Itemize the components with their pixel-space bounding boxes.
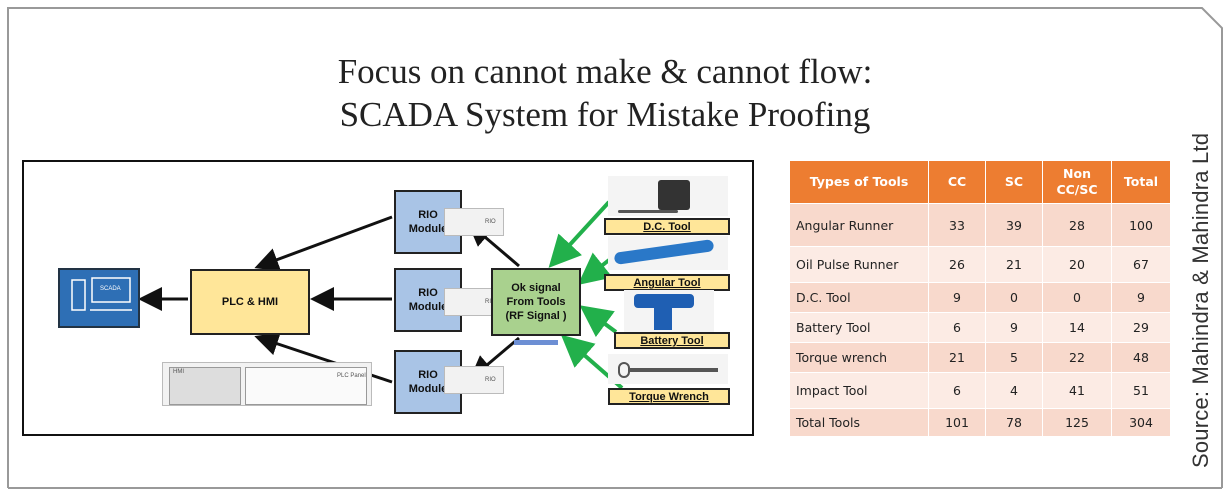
rio-label-line1: RIO xyxy=(418,369,438,381)
cell-cc: 6 xyxy=(928,312,986,343)
source-credit: Source: Mahindra & Mahindra Ltd xyxy=(1188,132,1213,468)
ok-signal-line3: (RF Signal ) xyxy=(505,310,567,322)
rio-device-image-1: RIO xyxy=(444,208,504,236)
cell-non: 125 xyxy=(1042,408,1112,437)
cell-sc: 5 xyxy=(985,342,1043,373)
plc-panel-image: HMI PLC Panel xyxy=(162,362,372,406)
cell-total: 304 xyxy=(1111,408,1171,437)
cell-total: 67 xyxy=(1111,246,1171,283)
tools-table: Types of Tools CC SC Non CC/SC Total Ang… xyxy=(789,160,1171,437)
cell-cc: 33 xyxy=(928,203,986,247)
dc-tool-label: D.C. Tool xyxy=(604,218,730,235)
cell-tool: Total Tools xyxy=(789,408,929,437)
arrow-dc-to-ok xyxy=(548,200,611,268)
rio-label-line2: Module xyxy=(408,301,448,313)
header-non-cc-sc: Non CC/SC xyxy=(1042,160,1112,204)
cell-tool: Oil Pulse Runner xyxy=(789,246,929,283)
cell-cc: 101 xyxy=(928,408,986,437)
table-row: Battery Tool 6 9 14 29 xyxy=(789,312,1171,343)
angular-tool-image xyxy=(608,236,728,270)
rio-module-1: RIO Module xyxy=(394,190,462,254)
rio-thumb-label: RIO xyxy=(485,299,496,305)
table-row: Torque wrench 21 5 22 48 xyxy=(789,342,1171,373)
scada-computer: SCADA xyxy=(58,268,140,328)
table-header-row: Types of Tools CC SC Non CC/SC Total xyxy=(789,160,1171,204)
plc-panel-tiny-label: PLC Panel xyxy=(337,373,366,379)
hmi-tiny-label: HMI xyxy=(173,369,184,375)
header-types-of-tools: Types of Tools xyxy=(789,160,929,204)
cell-cc: 6 xyxy=(928,372,986,409)
ok-signal-box: Ok signal From Tools (RF Signal ) xyxy=(491,268,581,336)
title-line-2: SCADA System for Mistake Proofing xyxy=(339,95,871,134)
cell-tool: Battery Tool xyxy=(789,312,929,343)
arrow-battery-to-ok xyxy=(579,305,618,338)
cell-total: 100 xyxy=(1111,203,1171,247)
cell-tool: Impact Tool xyxy=(789,372,929,409)
rio-label-line2: Module xyxy=(408,223,448,235)
plc-hmi-box: PLC & HMI xyxy=(190,269,310,335)
dc-tool-image xyxy=(608,176,728,216)
title-line-1: Focus on cannot make & cannot flow: xyxy=(337,52,873,91)
scada-screen-label: SCADA xyxy=(100,286,121,292)
cell-tool: D.C. Tool xyxy=(789,282,929,313)
cell-total: 48 xyxy=(1111,342,1171,373)
cell-tool: Angular Runner xyxy=(789,203,929,247)
header-cc: CC xyxy=(928,160,986,204)
rio-label-line1: RIO xyxy=(418,287,438,299)
cell-cc: 21 xyxy=(928,342,986,373)
cell-cc: 26 xyxy=(928,246,986,283)
cell-non: 28 xyxy=(1042,203,1112,247)
cell-sc: 39 xyxy=(985,203,1043,247)
cell-total: 9 xyxy=(1111,282,1171,313)
cell-non: 20 xyxy=(1042,246,1112,283)
torque-wrench-image xyxy=(608,354,728,384)
cell-total: 29 xyxy=(1111,312,1171,343)
battery-tool-label: Battery Tool xyxy=(614,332,730,349)
cell-tool: Torque wrench xyxy=(789,342,929,373)
arrow-rio1-to-plc xyxy=(254,215,393,271)
cell-sc: 4 xyxy=(985,372,1043,409)
slide-title: Focus on cannot make & cannot flow: SCAD… xyxy=(40,50,1170,136)
cell-sc: 0 xyxy=(985,282,1043,313)
cell-total: 51 xyxy=(1111,372,1171,409)
cell-sc: 78 xyxy=(985,408,1043,437)
table-row: Oil Pulse Runner 26 21 20 67 xyxy=(789,246,1171,283)
ok-signal-line2: From Tools xyxy=(506,296,566,308)
table-row: D.C. Tool 9 0 0 9 xyxy=(789,282,1171,313)
table-row: Impact Tool 6 4 41 51 xyxy=(789,372,1171,409)
cell-non: 0 xyxy=(1042,282,1112,313)
cell-non: 14 xyxy=(1042,312,1112,343)
cell-cc: 9 xyxy=(928,282,986,313)
rio-device-image-3: RIO xyxy=(444,366,504,394)
ok-signal-line1: Ok signal xyxy=(511,282,561,294)
cell-non: 41 xyxy=(1042,372,1112,409)
rf-receiver-strip xyxy=(514,340,558,345)
header-sc: SC xyxy=(985,160,1043,204)
cell-sc: 21 xyxy=(985,246,1043,283)
arrow-angular-to-ok xyxy=(577,252,613,285)
computer-icon xyxy=(71,277,132,311)
table-row-total: Total Tools 101 78 125 304 xyxy=(789,408,1171,437)
table-row: Angular Runner 33 39 28 100 xyxy=(789,203,1171,247)
rio-thumb-label: RIO xyxy=(485,377,496,383)
scada-diagram: SCADA PLC & HMI HMI PLC Panel RIO Module… xyxy=(22,160,754,436)
rio-thumb-label: RIO xyxy=(485,219,496,225)
torque-wrench-label: Torque Wrench xyxy=(608,388,730,405)
battery-tool-image xyxy=(624,290,714,332)
rio-label-line1: RIO xyxy=(418,209,438,221)
header-total: Total xyxy=(1111,160,1171,204)
cell-sc: 9 xyxy=(985,312,1043,343)
angular-tool-label: Angular Tool xyxy=(604,274,730,291)
rio-module-2: RIO Module xyxy=(394,268,462,332)
rio-label-line2: Module xyxy=(408,383,448,395)
cell-non: 22 xyxy=(1042,342,1112,373)
